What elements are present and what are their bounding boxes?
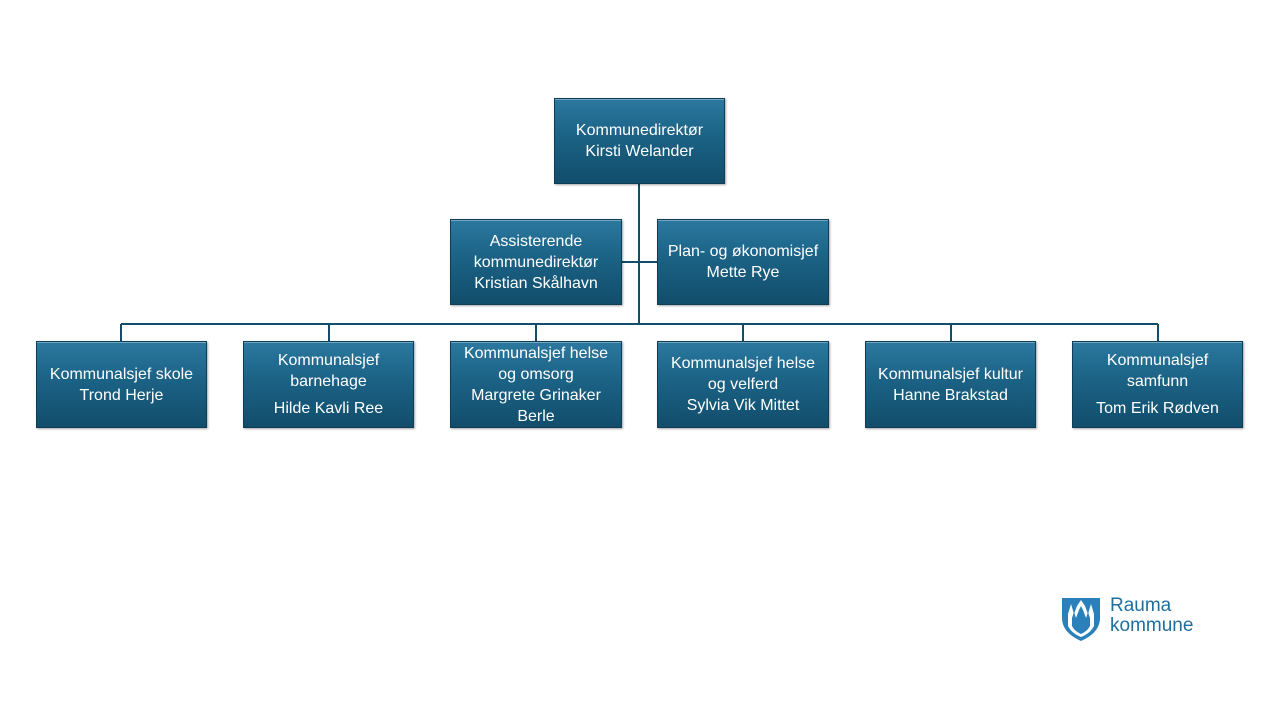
chief-kindergarten-title-line2: barnehage xyxy=(290,373,367,390)
chief-culture-name: Hanne Brakstad xyxy=(893,386,1008,404)
chief-kindergarten-name: Hilde Kavli Ree xyxy=(273,400,384,417)
plan-economy-chief-title: Plan- og økonomisjef xyxy=(667,243,819,260)
assistant-director-title-line2: kommunedirektør xyxy=(473,253,599,271)
director-name: Kirsti Welander xyxy=(585,143,694,160)
chief-health-welfare-title-line1: Kommunalsjef helse xyxy=(670,355,816,372)
chief-box-health-welfare: Kommunalsjef helse og velferd Sylvia Vik… xyxy=(657,341,829,428)
chief-health-care-name-line2: Berle xyxy=(517,407,555,425)
chief-health-welfare-title-line2: og velferd xyxy=(707,376,779,393)
chief-kindergarten-title-line1: Kommunalsjef xyxy=(277,352,380,369)
assistant-director-box: Assisterende kommunedirektør Kristian Sk… xyxy=(450,219,622,305)
plan-economy-chief-box: Plan- og økonomisjef Mette Rye xyxy=(657,219,829,305)
chief-health-care-title-line1: Kommunalsjef helse xyxy=(463,344,609,362)
assistant-director-title-line1: Assisterende xyxy=(489,232,583,250)
rauma-coat-of-arms-icon xyxy=(1062,598,1100,641)
chief-box-community: Kommunalsjef samfunn Tom Erik Rødven xyxy=(1072,341,1243,428)
chief-health-care-title-line2: og omsorg xyxy=(498,365,574,383)
director-box: Kommunedirektør Kirsti Welander xyxy=(554,98,725,184)
chief-culture-title: Kommunalsjef kultur xyxy=(878,365,1023,383)
logo-line1: Rauma xyxy=(1110,595,1172,616)
director-title: Kommunedirektør xyxy=(575,122,704,139)
chief-community-title-line1: Kommunalsjef xyxy=(1106,352,1209,369)
logo-line2: kommune xyxy=(1110,615,1194,636)
assistant-director-name: Kristian Skålhavn xyxy=(474,274,598,292)
plan-economy-chief-name: Mette Rye xyxy=(706,264,780,281)
rauma-kommune-logo: Rauma kommune xyxy=(1060,596,1193,642)
chief-community-title-line2: samfunn xyxy=(1126,373,1189,390)
chief-community-name: Tom Erik Rødven xyxy=(1096,400,1219,417)
chief-school-title: Kommunalsjef skole xyxy=(49,365,194,383)
chief-box-school: Kommunalsjef skole Trond Herje xyxy=(36,341,207,428)
chief-health-welfare-name: Sylvia Vik Mittet xyxy=(686,397,800,414)
chief-school-name: Trond Herje xyxy=(79,386,164,404)
chief-box-culture: Kommunalsjef kultur Hanne Brakstad xyxy=(865,341,1036,428)
chief-health-care-name-line1: Margrete Grinaker xyxy=(471,386,601,404)
chief-box-kindergarten: Kommunalsjef barnehage Hilde Kavli Ree xyxy=(243,341,414,428)
chief-box-health-care: Kommunalsjef helse og omsorg Margrete Gr… xyxy=(450,341,622,428)
